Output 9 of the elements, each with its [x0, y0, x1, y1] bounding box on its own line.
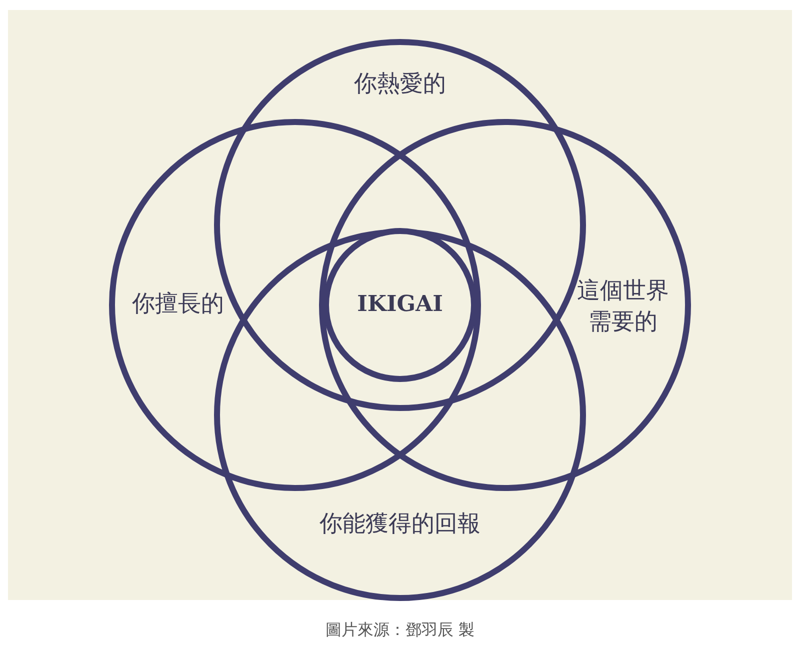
venn-circle — [323, 228, 477, 382]
caption: 圖片來源：鄧羽辰 製 — [324, 620, 476, 641]
circle-label: 你能獲得的回報 — [320, 510, 480, 540]
venn-circle — [109, 119, 481, 491]
circle-label: 這個世界需要的 — [576, 276, 670, 337]
circle-label: 你熱愛的 — [354, 70, 446, 100]
circle-label: 你擅長的 — [132, 290, 224, 320]
circle-label: IKIGAI — [357, 290, 443, 320]
venn-circle — [319, 119, 691, 491]
